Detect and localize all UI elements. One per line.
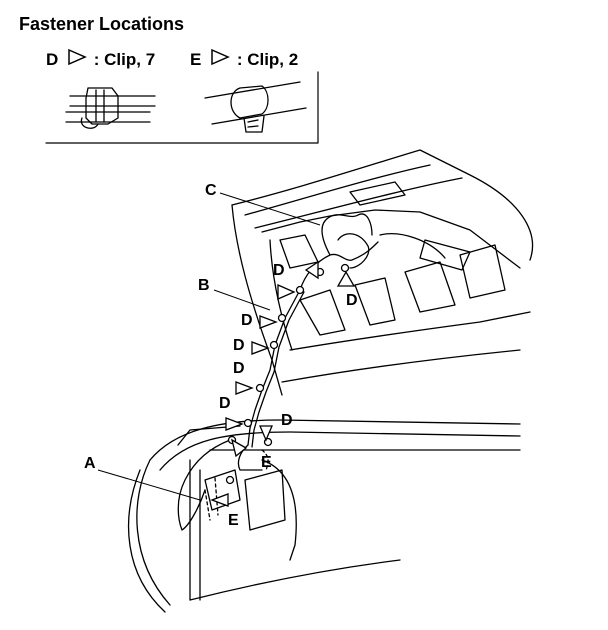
clip-points [225, 263, 350, 485]
legend-code: D [46, 49, 59, 69]
callout-c: C [205, 182, 217, 199]
callout-d-6: D [219, 395, 231, 412]
callout-a: A [84, 455, 96, 472]
callout-d-7: D [281, 412, 293, 429]
clip-d-illustration [65, 87, 156, 129]
legend-clip-d: D : Clip, 7 [46, 48, 155, 71]
legend-clip-e: E : Clip, 2 [190, 48, 298, 71]
clip-marker-icon [67, 48, 87, 71]
legend-description: : Clip, 7 [93, 49, 156, 69]
legend-code: E [190, 49, 202, 69]
callout-b: B [198, 277, 210, 294]
callout-d-2: D [346, 292, 358, 309]
diagram-title: Fastener Locations [19, 14, 185, 34]
callout-e-2: E [228, 512, 239, 529]
clip-e-illustration [204, 81, 307, 133]
callout-e-1: E [261, 454, 272, 471]
callout-d-1: D [273, 262, 285, 279]
callout-d-5: D [233, 360, 245, 377]
legend-description: : Clip, 2 [236, 49, 299, 69]
callout-d-3: D [241, 312, 253, 329]
callout-d-4: D [233, 337, 245, 354]
clip-marker-icon [210, 48, 230, 71]
clip-markers [210, 260, 356, 507]
